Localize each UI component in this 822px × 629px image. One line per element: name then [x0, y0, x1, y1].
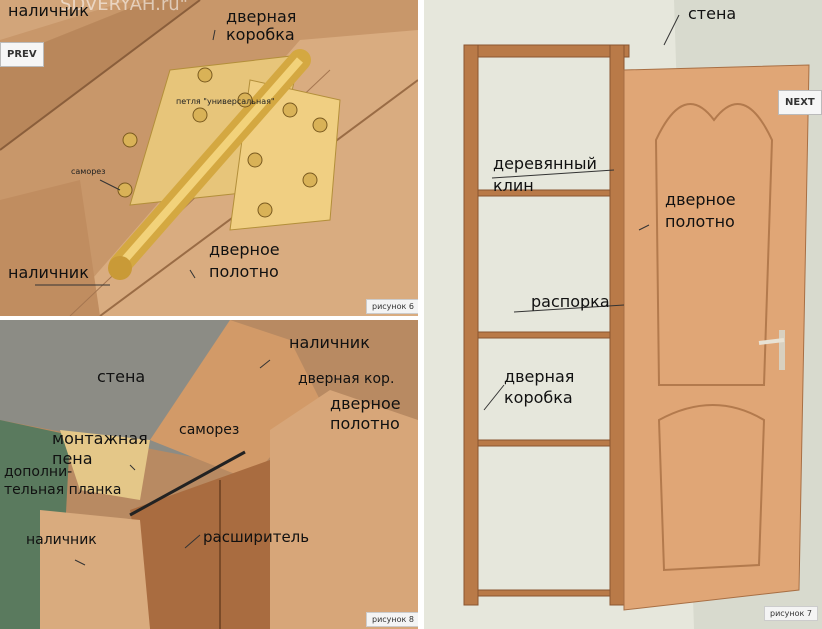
label-rasporka: распорка	[531, 292, 610, 311]
label-polotno-line1: дверное	[665, 190, 736, 209]
label-polotno-line2: полотно	[330, 414, 400, 433]
label-polotno-line2: полотно	[209, 262, 279, 281]
figure-6-caption: рисунок 6	[366, 299, 418, 314]
hinge-illustration	[0, 0, 418, 316]
label-korobka-line1: дверная	[226, 7, 297, 26]
label-korobka-line1: дверная	[504, 367, 575, 386]
label-klin-line2: клин	[493, 176, 534, 195]
section-illustration	[0, 320, 418, 629]
label-korobka-line2: коробка	[226, 25, 295, 44]
label-korobka: дверная кор.	[298, 371, 395, 387]
label-planka-line1: дополни-	[4, 464, 73, 480]
label-korobka-line2: коробка	[504, 388, 573, 407]
label-samorez: саморез	[71, 167, 106, 176]
label-stena: стена	[97, 367, 146, 386]
figure-8-panel: наличник стена дверная кор. дверное поло…	[0, 320, 418, 629]
label-pena-line2: пена	[52, 449, 93, 468]
label-samorez: саморез	[179, 422, 240, 438]
label-rasshiritel: расширитель	[203, 528, 310, 546]
label-nalichnik-bottom: наличник	[8, 263, 89, 282]
label-planka-line2: тельная планка	[4, 482, 122, 498]
label-stena: стена	[688, 4, 737, 23]
label-nalichnik-top: наличник	[8, 1, 89, 20]
frame-and-door-illustration	[424, 0, 822, 629]
figure-7-caption: рисунок 7	[764, 606, 818, 621]
prev-button[interactable]: PREV	[0, 42, 44, 67]
label-klin-line1: деревянный	[493, 154, 597, 173]
next-button[interactable]: NEXT	[778, 90, 822, 115]
figure-8-caption: рисунок 8	[366, 612, 418, 627]
label-nalichnik-left: наличник	[26, 532, 97, 548]
label-pena-line1: монтажная	[52, 429, 148, 448]
figure-7-panel: стена деревянный клин дверное полотно ра…	[424, 0, 822, 629]
label-petlya: петля "универсальная"	[176, 97, 275, 106]
label-polotno-line2: полотно	[665, 212, 735, 231]
watermark: SDVERYAH.ru"	[60, 0, 188, 15]
figure-6-panel: SDVERYAH.ru" наличник дверная коробка пе…	[0, 0, 418, 316]
label-nalichnik-top: наличник	[289, 333, 370, 352]
label-polotno-line1: дверное	[330, 394, 401, 413]
label-polotno-line1: дверное	[209, 240, 280, 259]
